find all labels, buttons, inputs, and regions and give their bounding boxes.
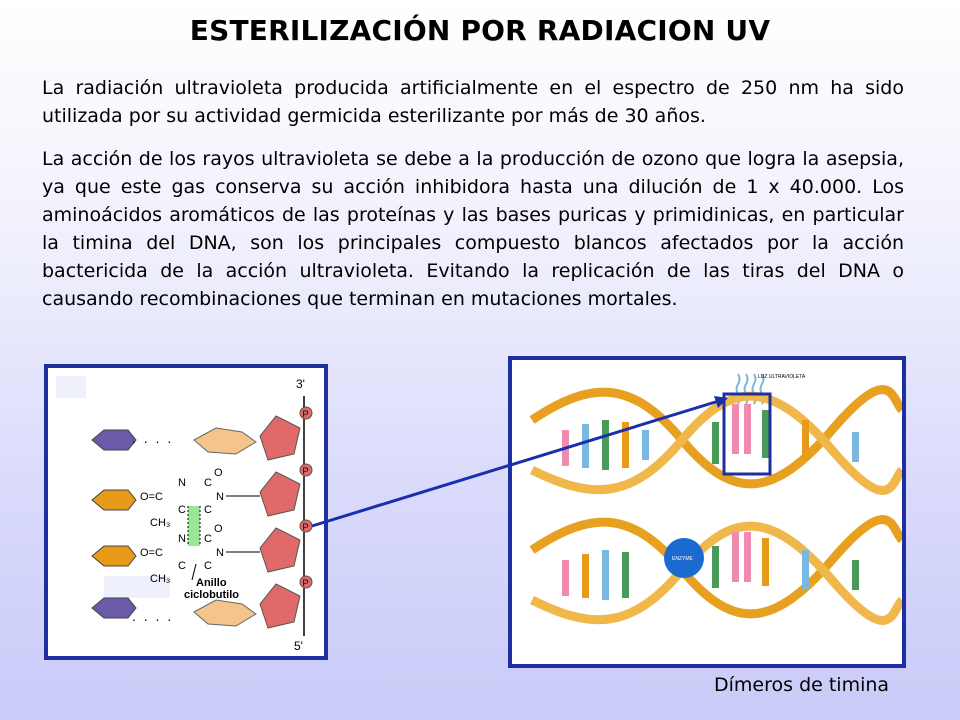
purine-base: [91, 545, 137, 567]
slide-title: ESTERILIZACIÓN POR RADIACION UV: [189, 14, 771, 47]
intro-paragraph: La radiación ultravioleta producida arti…: [42, 77, 904, 127]
svg-text:N: N: [216, 491, 224, 503]
dna-helix-top: [529, 385, 906, 495]
chemistry-svg: 3' 5' P P P P . . . . O N C O=C N C C: [56, 376, 313, 653]
svg-text:C: C: [178, 504, 186, 516]
dna-svg: LUZ ULTRAVIOLETA: [529, 373, 906, 625]
svg-text:P: P: [303, 409, 309, 419]
svg-text:O=C: O=C: [140, 491, 163, 503]
end-5prime: 5': [294, 639, 303, 653]
svg-text:C: C: [204, 477, 212, 489]
sugar-pentagon: [259, 583, 301, 629]
svg-text:C: C: [204, 533, 212, 545]
svg-text:P: P: [303, 522, 309, 532]
dna-helix-bottom: ENZYME: [529, 515, 906, 625]
pyrimidine-base: [193, 599, 257, 627]
svg-text:C: C: [204, 504, 212, 516]
sugar-pentagon: [259, 415, 301, 461]
svg-text:O: O: [214, 523, 223, 535]
svg-text:N: N: [178, 477, 186, 489]
svg-text:CH₃: CH₃: [150, 517, 170, 529]
svg-text:C: C: [178, 560, 186, 572]
figure-caption: Dímeros de timina: [714, 674, 890, 696]
purine-base: [91, 597, 137, 619]
end-3prime: 3': [296, 377, 305, 391]
enzyme-label: ENZYME: [672, 556, 694, 562]
dimer-highlight-box: [722, 392, 772, 476]
svg-text:C: C: [204, 560, 212, 572]
ring-label: ciclobutilo: [184, 589, 239, 601]
enzyme-circle: [664, 538, 704, 578]
svg-text:O: O: [214, 467, 223, 479]
sugar-pentagon: [259, 471, 301, 517]
body-paragraph: La acción de los rayos ultravioleta se d…: [42, 148, 904, 310]
svg-text:P: P: [303, 578, 309, 588]
svg-text:N: N: [178, 533, 186, 545]
dna-uv-illustration: LUZ ULTRAVIOLETA: [508, 356, 906, 668]
uv-label: LUZ ULTRAVIOLETA: [758, 374, 806, 380]
hydrogen-bond-dots: . . . .: [132, 430, 173, 446]
svg-text:N: N: [216, 547, 224, 559]
phosphate-group: P P P P: [299, 406, 313, 589]
thymine-dimer-chemistry-diagram: 3' 5' P P P P . . . . O N C O=C N C C: [44, 364, 328, 660]
svg-text:O=C: O=C: [140, 547, 163, 559]
pyrimidine-base: [193, 427, 257, 455]
placeholder-patch: [104, 576, 170, 598]
hydrogen-bond-dots: . . . .: [132, 608, 173, 624]
purine-base: [91, 489, 137, 511]
placeholder-patch: [56, 376, 86, 398]
svg-text:CH₃: CH₃: [150, 573, 170, 585]
ring-label: Anillo: [196, 577, 227, 589]
thymine-dimer-structure: O N C O=C N C C CH₃ O N C O=C N C C CH₃: [140, 467, 260, 585]
sugar-pentagon: [259, 527, 301, 573]
svg-text:P: P: [303, 466, 309, 476]
purine-base: [91, 429, 137, 451]
